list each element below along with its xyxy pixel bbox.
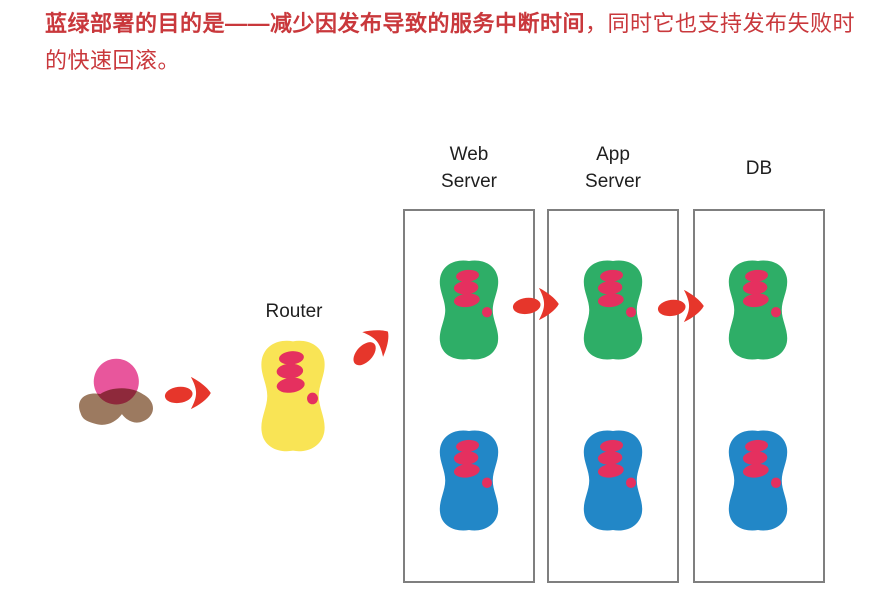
web-server-blue-icon <box>433 428 505 533</box>
intro-paragraph: 蓝绿部署的目的是——减少因发布导致的服务中断时间，同时它也支持发布失败时的快速回… <box>45 5 877 79</box>
db-server-blue-icon <box>722 428 794 533</box>
arrow-right-icon <box>164 374 216 412</box>
app-server-blue-icon <box>577 428 649 533</box>
tier-label-web-server: Web Server <box>441 144 497 192</box>
intro-regular-text: ，同时它也支持发布失败时的快速回滚。 <box>45 11 856 73</box>
tier-box-db <box>693 209 825 583</box>
tier-label-db: DB <box>745 158 773 179</box>
intro-bold-text: 蓝绿部署的目的是——减少因发布导致的服务中断时间 <box>45 11 586 36</box>
router-server-icon <box>254 338 332 454</box>
tier-box-web-server <box>403 209 535 583</box>
router-label: Router <box>265 301 323 322</box>
tier-label-app-server: App Server <box>585 144 641 192</box>
app-server-green-icon <box>577 258 649 362</box>
arrow-up-right-icon <box>340 314 404 377</box>
web-server-green-icon <box>433 258 505 362</box>
arrow-web-to-app-icon <box>512 285 564 323</box>
user-icon <box>74 352 168 438</box>
arrow-app-to-db-icon <box>657 287 709 325</box>
db-server-green-icon <box>722 258 794 362</box>
tier-box-app-server <box>547 209 679 583</box>
